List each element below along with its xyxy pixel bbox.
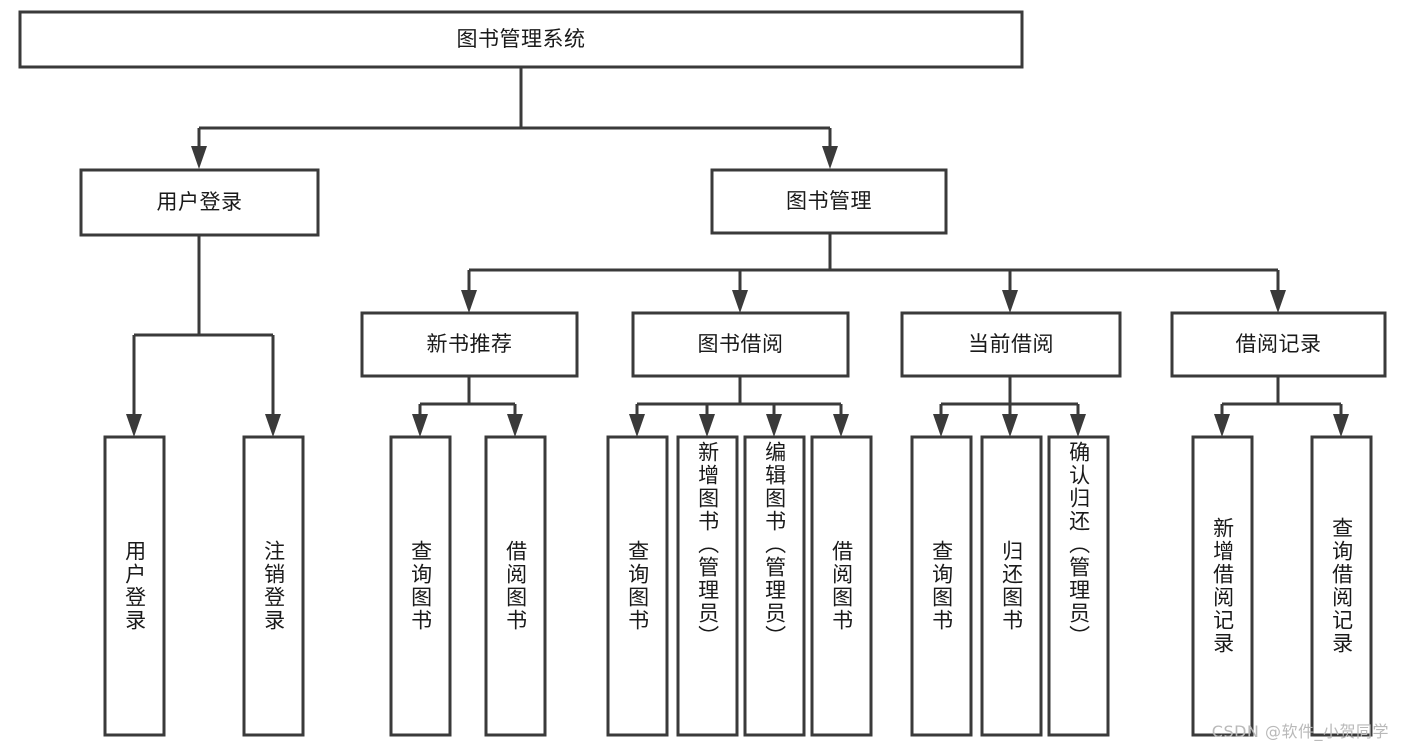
- node-box-leaf-query-book-1[interactable]: [389, 435, 452, 737]
- node-box-leaf-add-record[interactable]: [1191, 435, 1254, 737]
- connector-book-borrow-to-leaves: [629, 376, 849, 437]
- node-box-leaf-logout[interactable]: [242, 435, 305, 737]
- connector-root-to-level1: [191, 67, 838, 169]
- connector-book-management-to-level2: [461, 233, 1286, 313]
- node-box-leaf-edit-book[interactable]: [743, 435, 806, 737]
- node-box-new-book-recommend[interactable]: [360, 311, 579, 378]
- node-box-leaf-query-record[interactable]: [1310, 435, 1373, 737]
- node-box-leaf-query-book-2[interactable]: [606, 435, 669, 737]
- node-box-leaf-return-book[interactable]: [980, 435, 1043, 737]
- node-box-leaf-confirm-return[interactable]: [1047, 435, 1110, 737]
- node-box-user-login[interactable]: [79, 168, 320, 237]
- node-box-root[interactable]: [18, 10, 1024, 69]
- node-box-borrow-record[interactable]: [1170, 311, 1387, 378]
- node-box-current-borrow[interactable]: [900, 311, 1122, 378]
- node-box-book-borrow[interactable]: [631, 311, 850, 378]
- node-box-book-management[interactable]: [710, 168, 948, 235]
- connector-user-login-to-leaves: [126, 235, 281, 437]
- watermark-text: CSDN @软件_小贺同学: [1211, 722, 1389, 741]
- node-box-leaf-borrow-book-2[interactable]: [810, 435, 873, 737]
- node-box-leaf-add-book[interactable]: [676, 435, 739, 737]
- node-box-leaf-query-book-3[interactable]: [910, 435, 973, 737]
- connector-new-book-recommend-to-leaves: [412, 376, 523, 437]
- connector-borrow-record-to-leaves: [1214, 376, 1349, 437]
- connector-current-borrow-to-leaves: [933, 376, 1086, 437]
- node-box-leaf-borrow-book-1[interactable]: [484, 435, 547, 737]
- node-box-leaf-user-login[interactable]: [103, 435, 166, 737]
